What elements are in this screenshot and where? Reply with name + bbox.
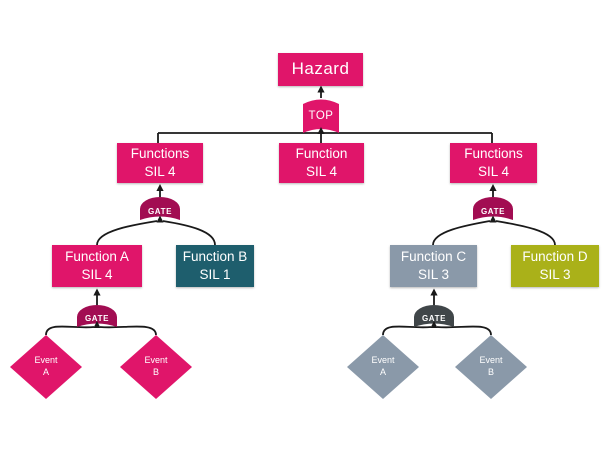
arrow-into-functions-left [156,184,164,191]
arrow-into-sub-gate-right [430,321,438,328]
curve-function-c [432,220,491,246]
functions-right-sil: SIL 4 [477,163,510,179]
event-right-b-word: Event [479,355,503,366]
hazard-box: Hazard [278,53,363,86]
gate-left-label: GATE [147,207,173,216]
event-left-b-diamond [120,335,192,399]
gate-sub-left-shape [77,305,117,327]
event-right-a-word: Event [371,355,395,366]
function-mid-label: Function [295,145,348,161]
functions-left-label: Functions [130,145,190,161]
event-left-b-id: B [152,367,159,377]
event-right-b-label: Event B [461,354,521,380]
curve-event-left-b [99,325,157,336]
event-right-a-id: A [379,367,386,377]
arrow-into-gate-right [489,215,497,223]
connector-lines [45,90,556,336]
curve-function-a [96,220,158,246]
gate-right-shape [473,197,513,220]
event-left-b-label: Event B [126,354,186,380]
event-right-a-label: Event A [353,354,413,380]
event-right-b-diamond [455,335,527,399]
arrow-into-top-gate [317,127,325,134]
function-a-sil: SIL 4 [81,266,113,282]
function-a-box: Function A SIL 4 [52,245,142,287]
event-left-a-diamond [10,335,82,399]
function-mid-box: Function SIL 4 [279,143,364,183]
function-c-label: Function C [400,248,467,264]
top-gate-shape [303,99,339,133]
function-d-sil: SIL 3 [539,266,571,282]
functions-left-sil: SIL 4 [144,163,176,179]
function-d-box: Function D SIL 3 [511,245,599,287]
function-b-sil: SIL 1 [199,266,231,282]
top-gate-label: TOP [308,110,334,122]
arrow-into-hazard [317,85,325,93]
gate-left-shape [140,197,180,220]
event-right-a-diamond [347,335,419,399]
gate-sub-right-label: GATE [421,314,447,323]
function-b-box: Function B SIL 1 [176,245,254,287]
hazard-label: Hazard [291,59,350,79]
arrow-into-function-a [93,288,101,296]
function-a-label: Function A [65,248,129,264]
function-b-label: Function B [182,248,248,264]
gate-right-label: GATE [480,207,506,216]
function-c-sil: SIL 3 [417,266,450,282]
arrow-into-functions-right [489,184,497,191]
event-left-a-id: A [42,367,49,377]
function-c-box: Function C SIL 3 [390,245,477,287]
curve-function-d [495,220,556,246]
event-left-a-word: Event [34,355,58,366]
event-left-b-word: Event [144,355,168,366]
function-d-label: Function D [522,248,588,264]
gate-sub-right-shape [414,305,454,327]
event-left-a-label: Event A [16,354,76,380]
arrowheads [93,85,497,328]
gate-sub-left-label: GATE [84,314,110,323]
curve-event-right-a [382,325,432,336]
functions-right-box: Functions SIL 4 [450,143,537,183]
functions-right-label: Functions [464,145,523,161]
arrow-into-gate-left [156,215,164,223]
functions-left-box: Functions SIL 4 [117,143,203,183]
arrow-into-sub-gate-left [93,321,101,328]
function-mid-sil: SIL 4 [305,163,338,179]
event-right-b-id: B [487,367,494,377]
curve-event-right-b [436,325,492,336]
curve-function-b [162,220,216,246]
arrow-into-function-c [430,288,438,296]
curve-event-left-a [45,325,95,336]
